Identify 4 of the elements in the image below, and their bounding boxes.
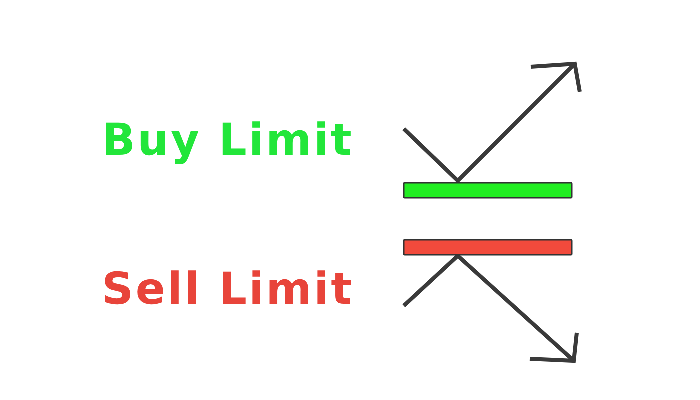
limit-level-bar	[403, 239, 573, 256]
limit-level-bar	[403, 182, 573, 199]
order-type-label: Buy Limit	[102, 116, 354, 166]
order-type-label: Sell Limit	[102, 265, 354, 315]
